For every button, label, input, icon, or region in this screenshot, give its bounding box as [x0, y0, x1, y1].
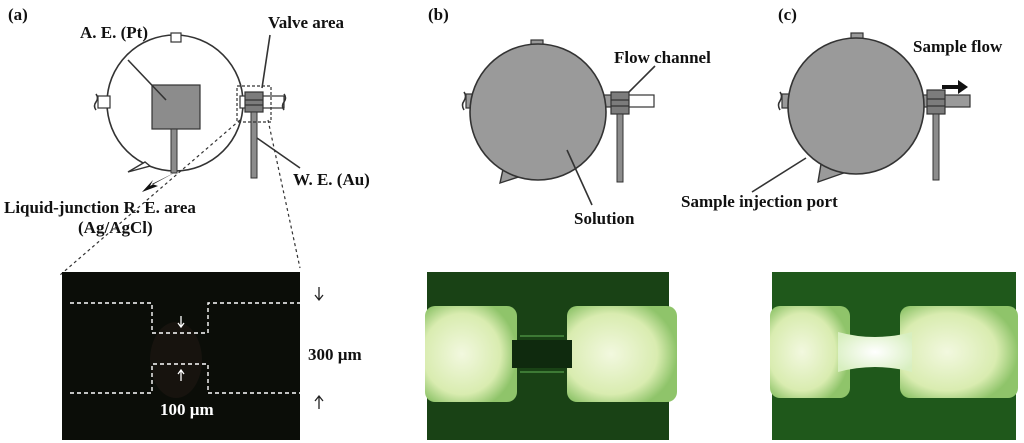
panel-c-chamber [777, 32, 971, 184]
dim-300um-marker [314, 287, 324, 409]
label-valve-area: Valve area [268, 13, 345, 32]
label-re-line1: Liquid-junction R. E. area [4, 198, 196, 217]
panel-a-tag: (a) [8, 5, 28, 24]
channel-leader [628, 65, 656, 93]
flow-arrow-icon [942, 80, 968, 94]
panel-b-chamber [461, 39, 655, 185]
panel-c-micrograph [770, 272, 1018, 440]
panel-b-micrograph [425, 272, 677, 440]
label-injection-port: Sample injection port [681, 192, 838, 211]
label-ae: A. E. (Pt) [80, 23, 148, 42]
label-sample-flow: Sample flow [913, 37, 1003, 56]
valve-area-box [236, 85, 272, 123]
we-leader [256, 137, 301, 169]
port-leader [751, 157, 807, 193]
dim-100um: 100 µm [160, 400, 214, 419]
panel-a-micrograph: 100 µm [62, 272, 330, 440]
panel-b-tag: (b) [428, 5, 449, 24]
ae-leader [127, 59, 167, 101]
panel-c-tag: (c) [778, 5, 797, 24]
label-we: W. E. (Au) [293, 170, 370, 189]
panel-a-we-electrode [244, 91, 264, 179]
panel-a-ae-electrode [151, 84, 201, 174]
re-arrow [142, 172, 176, 192]
dim-300um: 300 µm [308, 345, 362, 364]
solution-leader [566, 149, 593, 206]
label-flow-channel: Flow channel [614, 48, 711, 67]
valve-leader [261, 34, 271, 89]
panel-c-we-electrode [926, 89, 946, 181]
label-solution: Solution [574, 209, 635, 228]
panel-b-we-electrode [610, 91, 630, 183]
zoom-line-right [267, 119, 301, 269]
